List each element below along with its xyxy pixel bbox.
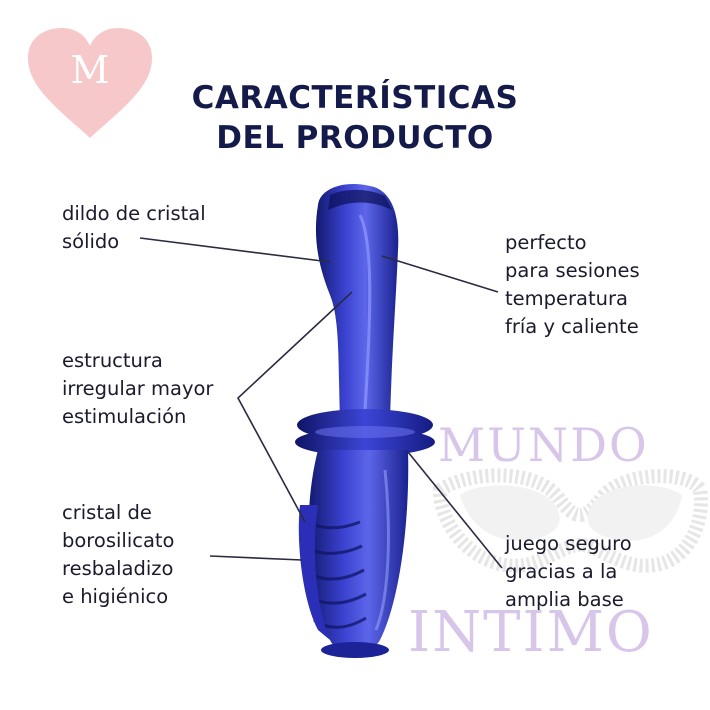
heart-logo-icon [28,28,152,138]
title-line-2: DEL PRODUCTO [216,120,494,156]
leader-lines [139,237,503,569]
leader-line-borosilicate [209,555,303,561]
callout-temperature: perfecto para sesiones temperatura fría … [505,231,640,338]
callout-solid-glass: dildo de cristal sólido [62,202,206,253]
mask-icon [432,468,708,573]
leader-line-structure [237,291,353,523]
leader-line-temperature [381,255,499,293]
leader-line-base [407,451,503,569]
product-illustration [295,184,435,658]
title-line-1: CARACTERÍSTICAS [191,80,519,116]
leader-line-solid-glass [139,237,331,263]
logo-monogram: M [70,48,110,92]
callout-base: juego seguro gracias a la amplia base [505,532,632,611]
page-title: CARACTERÍSTICAS DEL PRODUCTO [0,78,710,158]
callout-structure: estructura irregular mayor estimulación [62,349,214,428]
callout-borosilicate: cristal de borosilicato resbaladizo e hi… [62,501,175,608]
watermark-line-1: MUNDO [438,418,649,472]
watermark-line-2: INTIMO [408,600,654,665]
